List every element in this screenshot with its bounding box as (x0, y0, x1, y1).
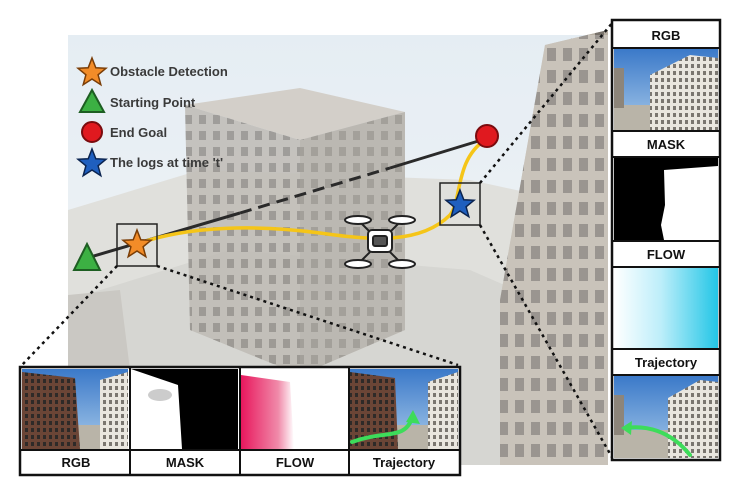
bottom-flow-label: FLOW (276, 455, 315, 470)
log-focus-box (439, 182, 481, 226)
bottom-mask-label: MASK (166, 455, 205, 470)
right-trajectory-label: Trajectory (635, 355, 698, 370)
central-building (185, 88, 405, 375)
right-trajectory-image (614, 376, 718, 458)
left-low-building (68, 290, 130, 380)
right-rgb-image (614, 49, 718, 130)
right-log-panel: RGB MASK FLOW Trajectory (610, 18, 722, 462)
green-triangle-icon (72, 241, 102, 271)
legend-end-goal: End Goal (110, 125, 167, 140)
legend-starting-point: Starting Point (110, 95, 196, 110)
legend-green-triangle-icon (78, 87, 106, 113)
orange-star-icon (121, 227, 153, 259)
legend-logs-at-time: The logs at time 't' (110, 155, 223, 170)
right-rgb-label-box (614, 22, 718, 48)
zoom-connectors (21, 21, 615, 460)
obstacle-focus-box (116, 223, 158, 267)
right-flow-image (614, 268, 718, 348)
right-flow-label: FLOW (647, 247, 686, 262)
bottom-obstacle-panel: RGB MASK FLOW Trajectory (18, 365, 462, 477)
legend-blue-star-icon (76, 146, 108, 178)
right-rgb-label: RGB (652, 28, 681, 43)
legend: Obstacle Detection Starting Point End Go… (76, 55, 228, 178)
bottom-flow-image (241, 369, 348, 449)
red-circle-icon (475, 124, 499, 148)
legend-obstacle-detection: Obstacle Detection (110, 64, 228, 79)
bottom-trajectory-label: Trajectory (373, 455, 436, 470)
bottom-mask-image (131, 369, 238, 449)
legend-orange-star-icon (76, 55, 108, 87)
right-mask-image (614, 158, 718, 240)
right-building (500, 30, 608, 465)
bottom-trajectory-arrow (350, 416, 414, 444)
blue-star-icon (444, 187, 476, 219)
quadcopter-icon (344, 215, 416, 269)
bottom-rgb-image (22, 369, 128, 449)
legend-red-circle-icon (81, 121, 103, 143)
bottom-rgb-label: RGB (62, 455, 91, 470)
right-mask-label: MASK (647, 137, 686, 152)
bottom-trajectory-image (350, 369, 458, 449)
